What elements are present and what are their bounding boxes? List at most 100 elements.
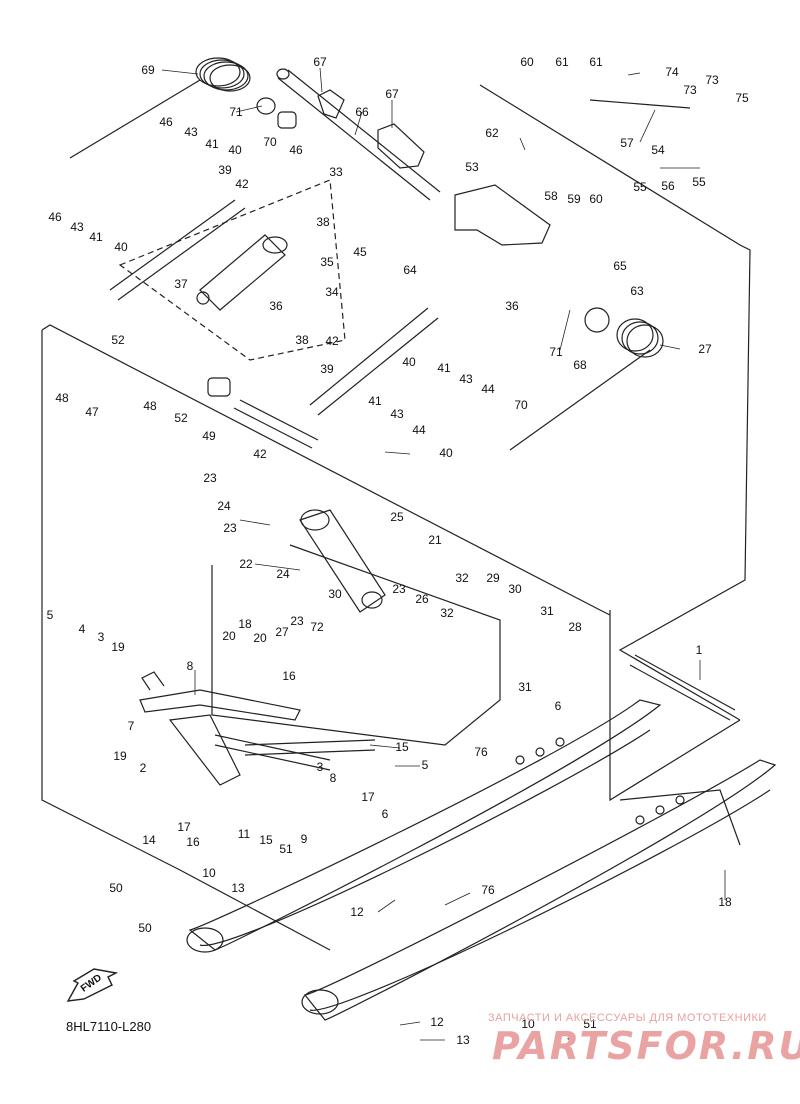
slide-rail-right	[301, 759, 777, 1021]
callout-label: 24	[217, 499, 231, 513]
callout-label: 10	[202, 866, 216, 880]
callout-label: 42	[325, 334, 339, 348]
callout-label: 41	[89, 230, 103, 244]
bracket-67	[317, 89, 345, 119]
callout-label: 71	[229, 105, 243, 119]
right-frame	[479, 84, 751, 721]
shaft-52	[207, 377, 231, 397]
callout-label: 6	[381, 807, 389, 821]
rear-shock-21	[299, 509, 386, 613]
callout-label: 55	[692, 175, 706, 189]
callout-label: 39	[218, 163, 232, 177]
callout-label: 29	[486, 571, 500, 585]
upper-frame-line	[41, 330, 331, 951]
callout-label: 61	[589, 55, 603, 69]
callout-label: 76	[481, 883, 495, 897]
callout-label: 21	[428, 533, 442, 547]
diagram-code: 8HL7110-L280	[66, 1019, 152, 1034]
callout-label: 46	[48, 210, 62, 224]
lower-rod-39	[309, 307, 439, 416]
bracket-16	[168, 714, 241, 786]
callout-label: 60	[589, 192, 603, 206]
callout-label: 11	[237, 827, 251, 841]
callout-label: 20	[222, 629, 236, 643]
callout-label: 14	[142, 833, 156, 847]
callout-label: 7	[127, 719, 135, 733]
callout-label: 67	[313, 55, 327, 69]
washer-71b	[584, 307, 610, 333]
callout-label: 15	[395, 740, 409, 754]
callout-label: 41	[205, 137, 219, 151]
callout-label: 55	[633, 180, 647, 194]
callout-label: 5	[421, 758, 429, 772]
fwd-arrow-icon	[66, 968, 119, 1002]
callout-label: 10	[521, 1017, 535, 1031]
callout-label: 74	[665, 65, 679, 79]
callout-label: 36	[269, 299, 283, 313]
callout-label: 18	[718, 895, 732, 909]
callout-label: 17	[361, 790, 375, 804]
callout-label: 22	[239, 557, 253, 571]
callout-label: 32	[455, 571, 469, 585]
callout-label: 30	[508, 582, 522, 596]
callout-label: 44	[481, 382, 495, 396]
callout-label: 63	[630, 284, 644, 298]
callout-label: 13	[456, 1033, 470, 1047]
callout-label: 71	[549, 345, 563, 359]
cross-shaft-2	[214, 734, 331, 771]
callout-label: 17	[177, 820, 191, 834]
leader-lines	[161, 67, 726, 1041]
callout-label: 43	[184, 125, 198, 139]
callout-label: 70	[514, 398, 528, 412]
watermark-brand: PARTSFOR.RU	[492, 1024, 800, 1068]
callout-label: 57	[620, 136, 634, 150]
callout-label: 4	[78, 622, 86, 636]
callout-label: 43	[70, 220, 84, 234]
callout-label: 15	[259, 833, 273, 847]
callout-label: 13	[231, 881, 245, 895]
washer-71	[256, 97, 276, 115]
bushing-70	[277, 111, 297, 129]
callout-label: 35	[320, 255, 334, 269]
callout-label: 70	[263, 135, 277, 149]
shock-enclosure	[118, 179, 346, 361]
callout-label: 32	[440, 606, 454, 620]
callout-label: 49	[202, 429, 216, 443]
callout-label: 8	[329, 771, 337, 785]
callout-label: 31	[540, 604, 554, 618]
callout-label: 24	[276, 567, 290, 581]
callout-label: 40	[114, 240, 128, 254]
callout-label: 3	[97, 630, 105, 644]
callout-label: 52	[174, 411, 188, 425]
callout-label: 20	[253, 631, 267, 645]
watermark-tagline: ЗАПЧАСТИ И АКСЕССУАРЫ ДЛЯ МОТОТЕХНИКИ	[488, 1012, 767, 1024]
axle-57	[589, 99, 691, 109]
callout-label: 68	[573, 358, 587, 372]
callout-label: 48	[55, 391, 69, 405]
bracket-67b	[377, 123, 425, 169]
callout-label: 16	[282, 669, 296, 683]
swing-arm-1	[139, 671, 301, 721]
callout-label: 30	[328, 587, 342, 601]
torsion-spring-68	[509, 318, 664, 451]
callout-label: 39	[320, 362, 334, 376]
callout-label: 40	[228, 143, 242, 157]
callout-label: 59	[567, 192, 581, 206]
callout-label: 67	[385, 87, 399, 101]
callout-label: 73	[683, 83, 697, 97]
callout-label: 44	[412, 423, 426, 437]
callout-label: 41	[437, 361, 451, 375]
callout-label: 6	[554, 699, 562, 713]
callout-label: 9	[566, 1029, 574, 1043]
callout-label: 62	[485, 126, 499, 140]
callout-label: 76	[474, 745, 488, 759]
callout-label: 43	[459, 372, 473, 386]
callout-label: 45	[353, 245, 367, 259]
callout-label: 60	[520, 55, 534, 69]
callout-label: 42	[235, 177, 249, 191]
callout-label: 42	[253, 447, 267, 461]
callout-label: 38	[295, 333, 309, 347]
callout-label: 38	[316, 215, 330, 229]
callout-label: 3	[316, 760, 324, 774]
